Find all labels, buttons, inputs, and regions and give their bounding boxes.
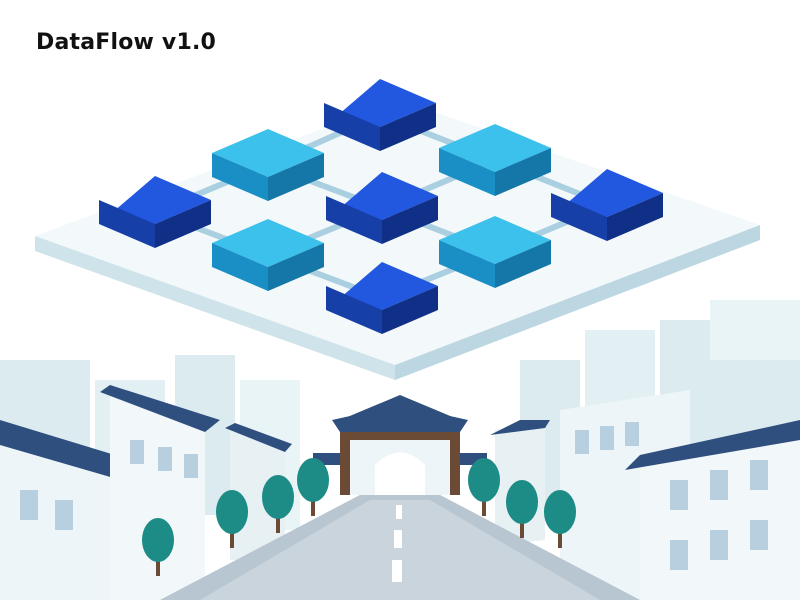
app-title: DataFlow v1.0	[36, 30, 217, 55]
road	[160, 495, 640, 600]
city-gate-icon	[313, 395, 487, 495]
city-buildings	[0, 385, 800, 600]
